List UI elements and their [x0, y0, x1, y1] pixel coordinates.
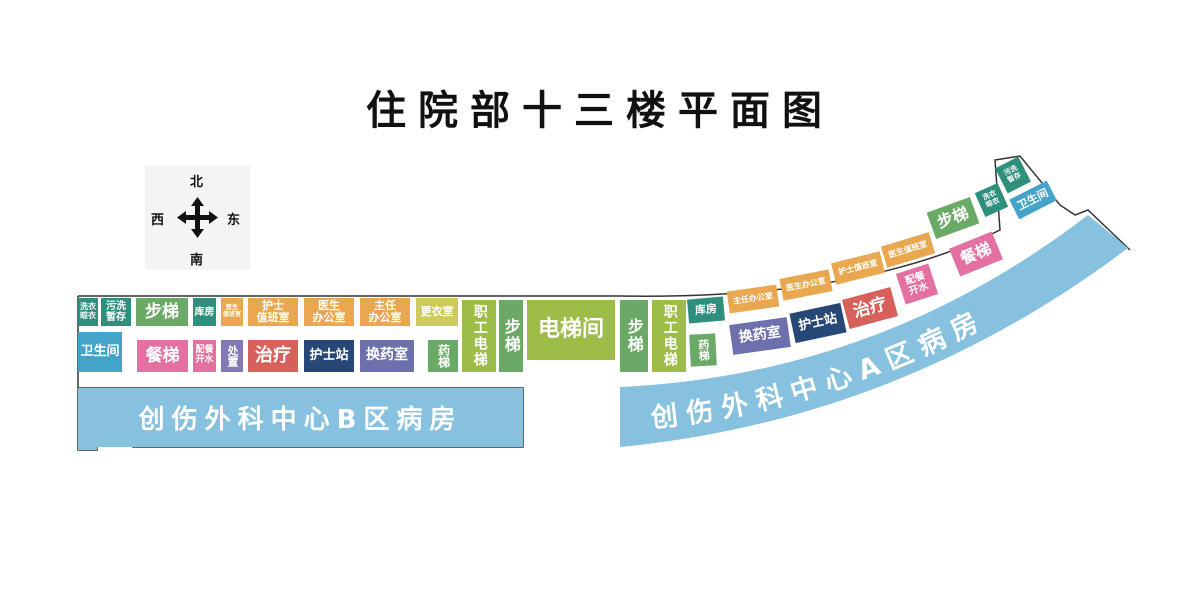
elevator-hall: 电梯间 [527, 300, 615, 360]
room-drug-lift-a: 药梯 [689, 333, 717, 367]
room-doctor-duty-b: 医生 值班室 [221, 298, 243, 326]
room-nurse-station-b: 护士站 [304, 340, 354, 372]
ward-b-band [78, 388, 523, 447]
stairs-left: 步梯 [499, 300, 523, 372]
compass-north: 北 [190, 175, 204, 190]
compass-south: 南 [190, 253, 204, 268]
room-treatment-b: 治疗 [248, 340, 298, 372]
compass-east: 东 [227, 213, 241, 228]
ward-b-label: 创伤外科中心B区病房 [138, 405, 463, 435]
room-stairs-b: 步梯 [136, 298, 188, 326]
room-laundry-b: 洗衣 晾衣 [78, 298, 98, 326]
room-dirty-storage-b: 污洗 暂存 [101, 298, 131, 326]
room-dumbwaiter-b: 餐梯 [137, 340, 188, 372]
room-pantry-b: 配餐 开水 [193, 340, 216, 372]
ward-a-band [620, 215, 1128, 447]
staff-elevator-left: 职工电梯 [462, 300, 496, 372]
compass-west: 西 [151, 213, 165, 228]
compass: 北 南 西 东 [145, 165, 250, 270]
staff-elevator-right: 职工电梯 [652, 300, 686, 372]
room-disposal-b: 处置 [221, 340, 243, 372]
room-restroom-b: 卫生间 [78, 332, 122, 372]
room-nurse-duty-b: 护士 值班室 [248, 298, 298, 326]
room-storage-a: 库房 [687, 296, 725, 324]
compass-arrows-icon [177, 197, 218, 238]
room-changing-b: 更衣室 [416, 298, 458, 326]
room-storage-b: 库房 [193, 298, 216, 326]
room-doctor-office-b: 医生 办公室 [304, 298, 354, 326]
page-title: 住院部十三楼平面图 [366, 88, 834, 134]
room-dressing-b: 换药室 [360, 340, 414, 372]
room-director-office-b: 主任 办公室 [360, 298, 410, 326]
stairs-right: 步梯 [620, 300, 648, 372]
room-drug-lift-b: 药梯 [428, 340, 458, 372]
